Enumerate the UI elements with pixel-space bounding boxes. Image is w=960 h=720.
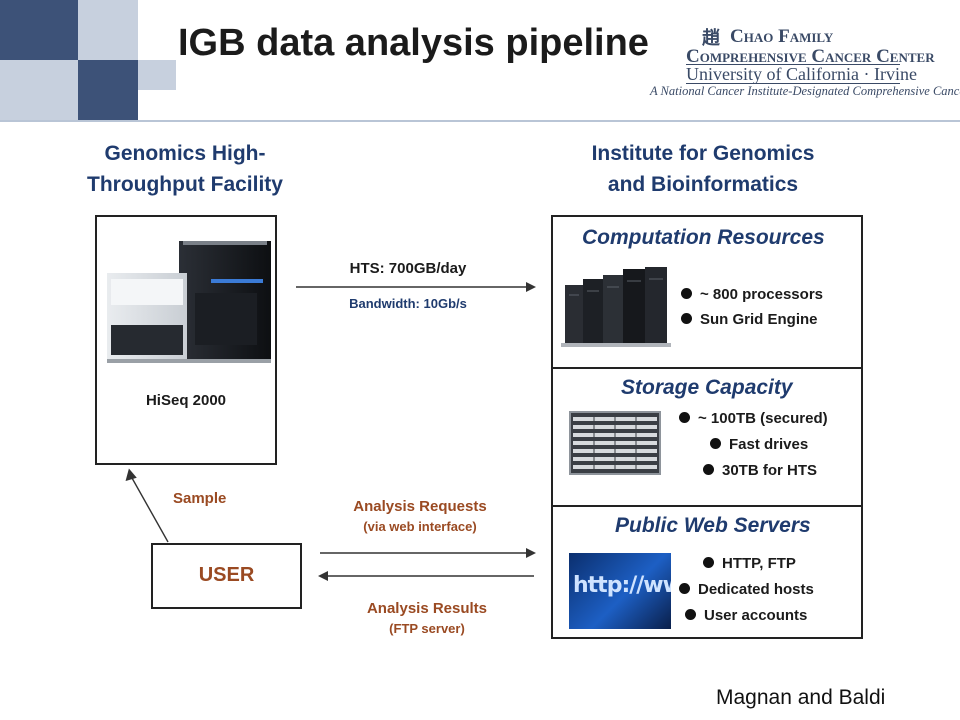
bullet-icon — [703, 557, 714, 568]
right-heading: Institute for Genomics and Bioinformatic… — [553, 138, 853, 200]
sample-label: Sample — [173, 490, 227, 507]
decor-square — [138, 60, 176, 90]
server-racks-image — [561, 267, 671, 347]
web-title: Public Web Servers — [615, 514, 811, 537]
results-line-2: (FTP server) — [389, 621, 465, 636]
logo-line-2: Comprehensive Cancer Center — [686, 46, 935, 67]
decor-square — [0, 60, 78, 120]
sample-arrow — [125, 468, 169, 543]
bullet-icon — [710, 438, 721, 449]
left-heading-line-1: Genomics High- — [104, 142, 266, 165]
bullet-text: ~ 800 processors — [700, 286, 823, 303]
requests-line-1: Analysis Requests — [353, 498, 487, 515]
web-section: Public Web Servers http://www HTTP, FTP … — [553, 507, 861, 637]
bullet-icon — [679, 412, 690, 423]
hts-rate: HTS: 700GB/day — [349, 260, 467, 277]
web-bullet: User accounts — [685, 607, 807, 624]
results-label: Analysis Results (FTP server) — [327, 600, 527, 636]
right-heading-line-1: Institute for Genomics — [591, 142, 815, 165]
requests-line-2: (via web interface) — [363, 519, 477, 534]
computation-title: Computation Resources — [582, 226, 825, 249]
sequencer-label: HiSeq 2000 — [145, 392, 227, 409]
storage-bullet: 30TB for HTS — [703, 462, 817, 479]
igb-resources-box: Computation Resources ~ 800 processors S… — [551, 215, 863, 639]
bullet-text: HTTP, FTP — [722, 555, 796, 572]
bullet-icon — [685, 609, 696, 620]
decor-square — [78, 0, 138, 60]
bullet-text: ~ 100TB (secured) — [698, 410, 828, 427]
storage-title: Storage Capacity — [621, 376, 793, 399]
logo-line-1: Chao Family — [730, 26, 834, 47]
bullet-text: 30TB for HTS — [722, 462, 818, 479]
bullet-icon — [679, 583, 690, 594]
bullet-icon — [681, 288, 692, 299]
bullet-text: Sun Grid Engine — [700, 311, 818, 328]
storage-section: Storage Capacity ~ 100TB (secured) Fast … — [553, 369, 861, 507]
header-divider — [0, 120, 960, 122]
storage-bullet: Fast drives — [710, 436, 808, 453]
storage-bullet: ~ 100TB (secured) — [679, 410, 828, 427]
right-heading-line-2: and Bioinformatics — [607, 173, 799, 196]
bullet-text: Dedicated hosts — [698, 581, 814, 598]
computation-bullet: Sun Grid Engine — [681, 311, 818, 328]
web-bullet: HTTP, FTP — [703, 555, 796, 572]
bandwidth: Bandwidth: 10Gb/s — [349, 296, 467, 311]
http-image-text: http://www — [573, 573, 671, 598]
sequencer-image — [107, 241, 271, 363]
logo-line-3: University of California · Irvine — [686, 64, 917, 84]
decor-square — [78, 60, 138, 120]
bullet-icon — [681, 313, 692, 324]
decor-square — [0, 0, 78, 60]
left-heading-line-2: Throughput Facility — [87, 173, 283, 196]
logo-rule — [686, 83, 900, 84]
logo-line-4: A National Cancer Institute-Designated C… — [650, 84, 960, 98]
storage-array-image — [569, 411, 661, 475]
seal-icon: 趙 — [702, 28, 720, 48]
results-arrow — [318, 571, 534, 581]
sequencer-box: HiSeq 2000 — [95, 215, 277, 465]
user-box: USER — [151, 543, 302, 609]
computation-section: Computation Resources ~ 800 processors S… — [553, 217, 861, 369]
left-heading: Genomics High- Throughput Facility — [40, 138, 330, 200]
requests-label: Analysis Requests (via web interface) — [320, 498, 520, 534]
bullet-icon — [703, 464, 714, 475]
logo-rule — [686, 64, 900, 65]
http-image: http://www — [569, 553, 671, 629]
requests-arrow — [320, 548, 536, 558]
results-line-1: Analysis Results — [366, 600, 488, 617]
user-label: USER — [198, 564, 255, 586]
computation-bullet: ~ 800 processors — [681, 286, 823, 303]
web-bullet: Dedicated hosts — [679, 581, 814, 598]
transfer-arrow — [296, 282, 536, 292]
bullet-text: User accounts — [704, 607, 808, 624]
credit: Magnan and Baldi — [716, 686, 886, 709]
bullet-text: Fast drives — [729, 436, 809, 453]
page-title: IGB data analysis pipeline — [178, 22, 649, 64]
